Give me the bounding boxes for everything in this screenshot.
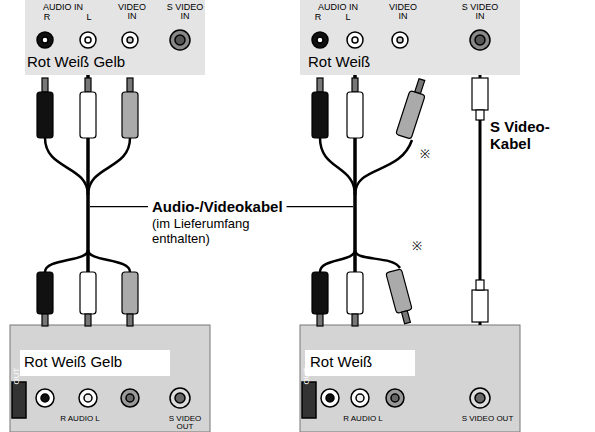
jack-label: OUT xyxy=(13,366,21,386)
jack-label: R xyxy=(41,13,53,22)
jack-label: L xyxy=(83,13,95,22)
jack-label: VIDEO IN xyxy=(388,3,418,22)
leader-line xyxy=(287,206,353,207)
cable-wire xyxy=(45,138,412,272)
note-mark: ※ xyxy=(420,148,430,162)
jack xyxy=(37,30,490,50)
cable-label: (im Lieferumfang enthalten) xyxy=(152,217,292,247)
tv-input-panel: AUDIO INR L VIDEO IN S VIDEO IN Rot Weiß Gel… xyxy=(25,0,205,75)
jack-label: OUT xyxy=(303,366,311,386)
jack-label: R AUDIO L xyxy=(318,415,408,423)
jack xyxy=(12,382,490,418)
cable-label: S Video-Kabel xyxy=(490,118,590,153)
leader-line xyxy=(90,206,148,207)
jack-label: S VIDEO OUT xyxy=(460,415,515,423)
jack-label: AUDIO IN xyxy=(308,3,368,12)
recorder-output-panel: Rot Weiß GelbOUT R AUDIO L S VIDEO OUT xyxy=(10,325,210,432)
color-label: Rot Weiß Gelb xyxy=(27,54,167,70)
tv-panel xyxy=(25,0,205,75)
jack-label: L xyxy=(342,13,354,22)
cable-label: Audio-/Videokabel xyxy=(152,198,283,215)
color-label: Rot Weiß xyxy=(310,354,420,370)
jack-label: AUDIO IN xyxy=(33,3,93,12)
device-panel xyxy=(10,325,210,432)
device-panel xyxy=(300,325,520,432)
recorder-output-panel: Rot WeißOUT R AUDIO L S VIDEO OUT xyxy=(300,325,520,432)
jack-label: R xyxy=(312,13,324,22)
jack-label: S VIDEO IN xyxy=(460,3,500,22)
jack-label: S VIDEO OUT xyxy=(160,415,210,432)
jack-label: R AUDIO L xyxy=(35,415,125,423)
tv-input-panel: AUDIO INR L VIDEO IN S VIDEO IN Rot Weiß xyxy=(300,0,520,75)
color-label: Rot Weiß xyxy=(308,54,428,70)
rca-plug xyxy=(37,77,488,326)
note-mark: ※ xyxy=(412,240,422,254)
jack-label: VIDEO IN xyxy=(117,3,147,22)
tv-panel xyxy=(300,0,520,75)
color-label: Rot Weiß Gelb xyxy=(24,354,174,370)
jack-label: S VIDEO IN xyxy=(165,3,205,22)
